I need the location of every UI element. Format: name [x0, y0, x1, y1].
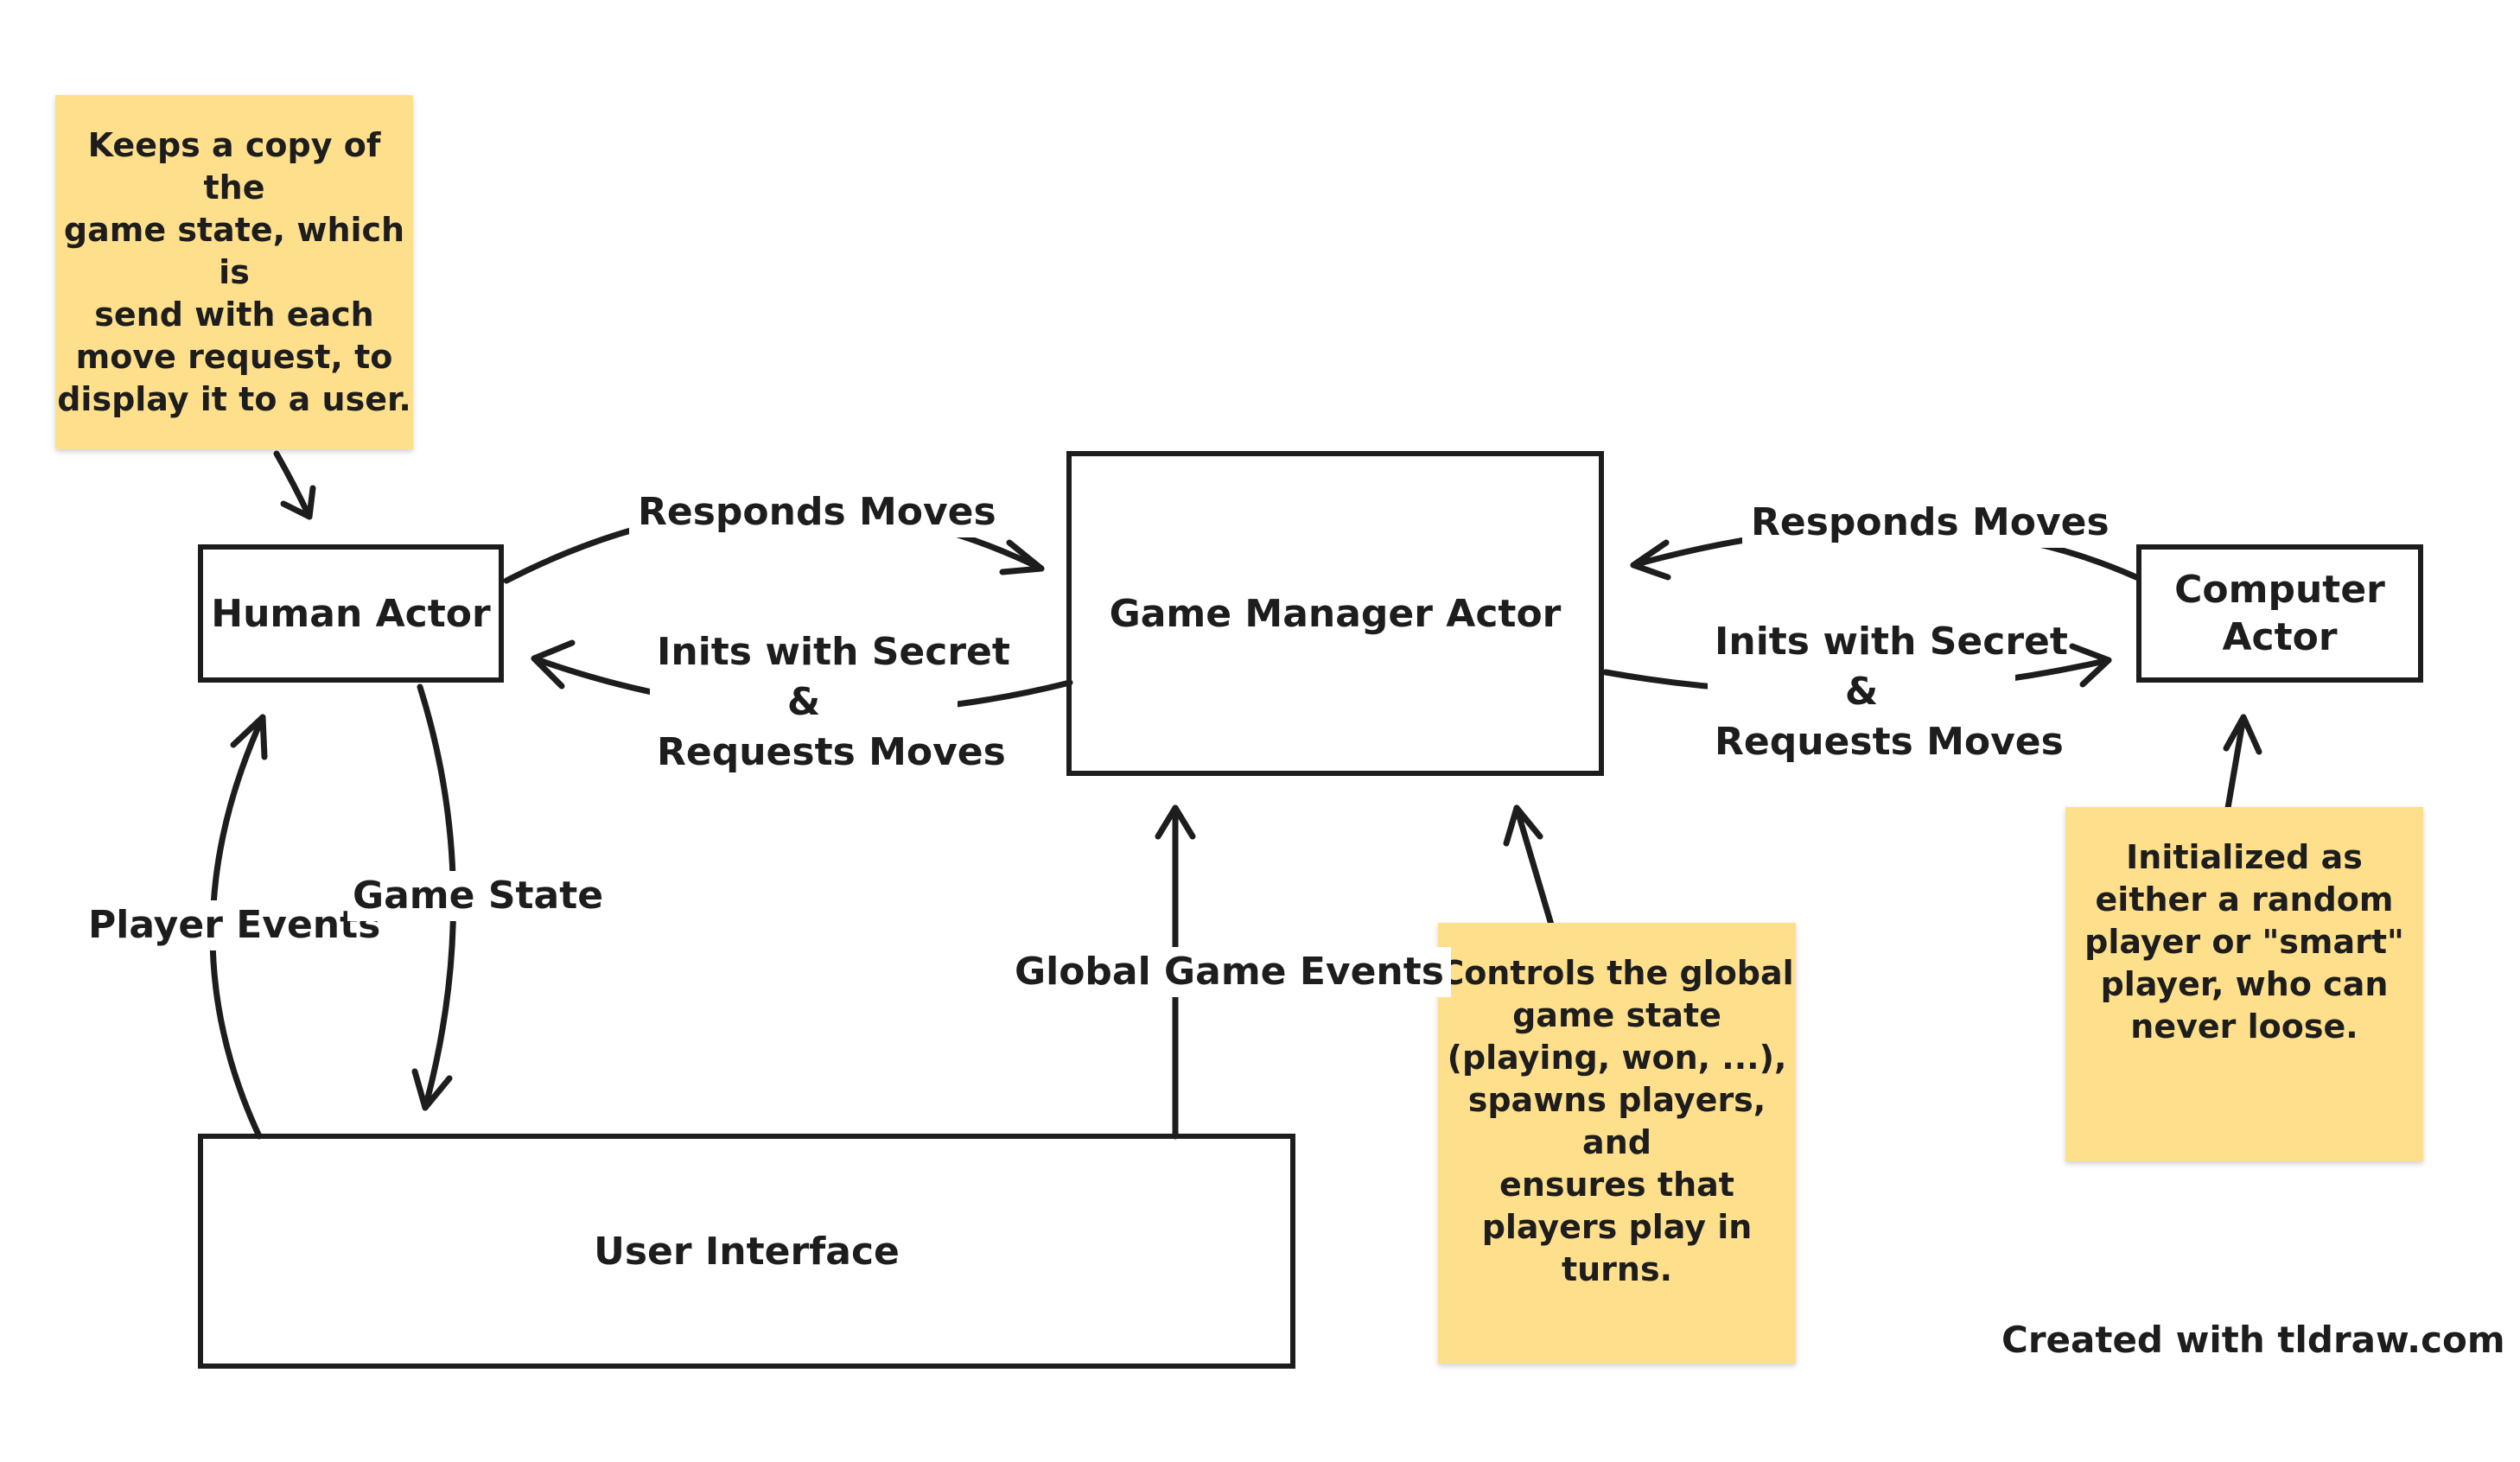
user-interface-box: User Interface	[198, 1134, 1295, 1369]
arrow-manager-note	[1513, 804, 1555, 928]
inits-right-label: Inits with Secret & Requests Moves	[1708, 617, 2068, 768]
arrowhead-player-events	[230, 714, 268, 760]
arrowhead-global-game-events	[1155, 804, 1196, 840]
arrowhead-responds-moves-left	[999, 539, 1045, 575]
user-interface-label: User Interface	[594, 1229, 900, 1274]
human-actor-label: Human Actor	[211, 591, 491, 636]
inits-left-label: Inits with Secret & Requests Moves	[650, 627, 1010, 779]
game-manager-actor-label: Game Manager Actor	[1109, 591, 1562, 636]
inits-right-line-2: &	[1844, 670, 1879, 715]
computer-actor-box: Computer Actor	[2136, 544, 2423, 683]
inits-right-line-3: Requests Moves	[1715, 720, 2064, 765]
inits-left-line-3: Requests Moves	[657, 730, 1006, 775]
responds-moves-right-label: Responds Moves	[1742, 498, 2118, 549]
computer-actor-note-text: Initialized as either a random player or…	[2084, 838, 2404, 1046]
arrowhead-game-state	[411, 1068, 453, 1111]
computer-actor-note: Initialized as either a random player or…	[2065, 807, 2423, 1161]
human-actor-note: Keeps a copy of the game state, which is…	[55, 95, 413, 449]
inits-left-line-1: Inits with Secret	[657, 630, 1010, 674]
arrowhead-human-note	[280, 485, 316, 520]
arrowhead-computer-note	[2223, 714, 2262, 755]
inits-left-line-2: &	[786, 680, 821, 725]
tldraw-credit: Created with tldraw.com	[2001, 1319, 2505, 1361]
arrow-computer-note	[2224, 714, 2247, 811]
game-manager-note: Controls the global game state (playing,…	[1438, 923, 1796, 1363]
arrow-human-note-to-human-actor	[273, 450, 313, 520]
arrowhead-inits-left	[531, 639, 576, 690]
game-manager-note-text: Controls the global game state (playing,…	[1440, 954, 1794, 1289]
game-state-label: Game State	[347, 871, 609, 922]
arrowhead-manager-note	[1503, 804, 1543, 847]
responds-moves-left-label: Responds Moves	[629, 487, 1005, 538]
global-game-events-label: Global Game Events	[1008, 947, 1451, 998]
computer-actor-label: Computer Actor	[2174, 568, 2385, 659]
arrowhead-inits-right	[2069, 643, 2112, 688]
human-actor-box: Human Actor	[198, 544, 504, 683]
human-actor-note-text: Keeps a copy of the game state, which is…	[57, 126, 411, 419]
game-manager-actor-box: Game Manager Actor	[1066, 451, 1604, 776]
player-events-label: Player Events	[83, 900, 386, 951]
inits-right-line-1: Inits with Secret	[1715, 620, 2068, 664]
arrowhead-responds-moves-right	[1630, 539, 1671, 581]
